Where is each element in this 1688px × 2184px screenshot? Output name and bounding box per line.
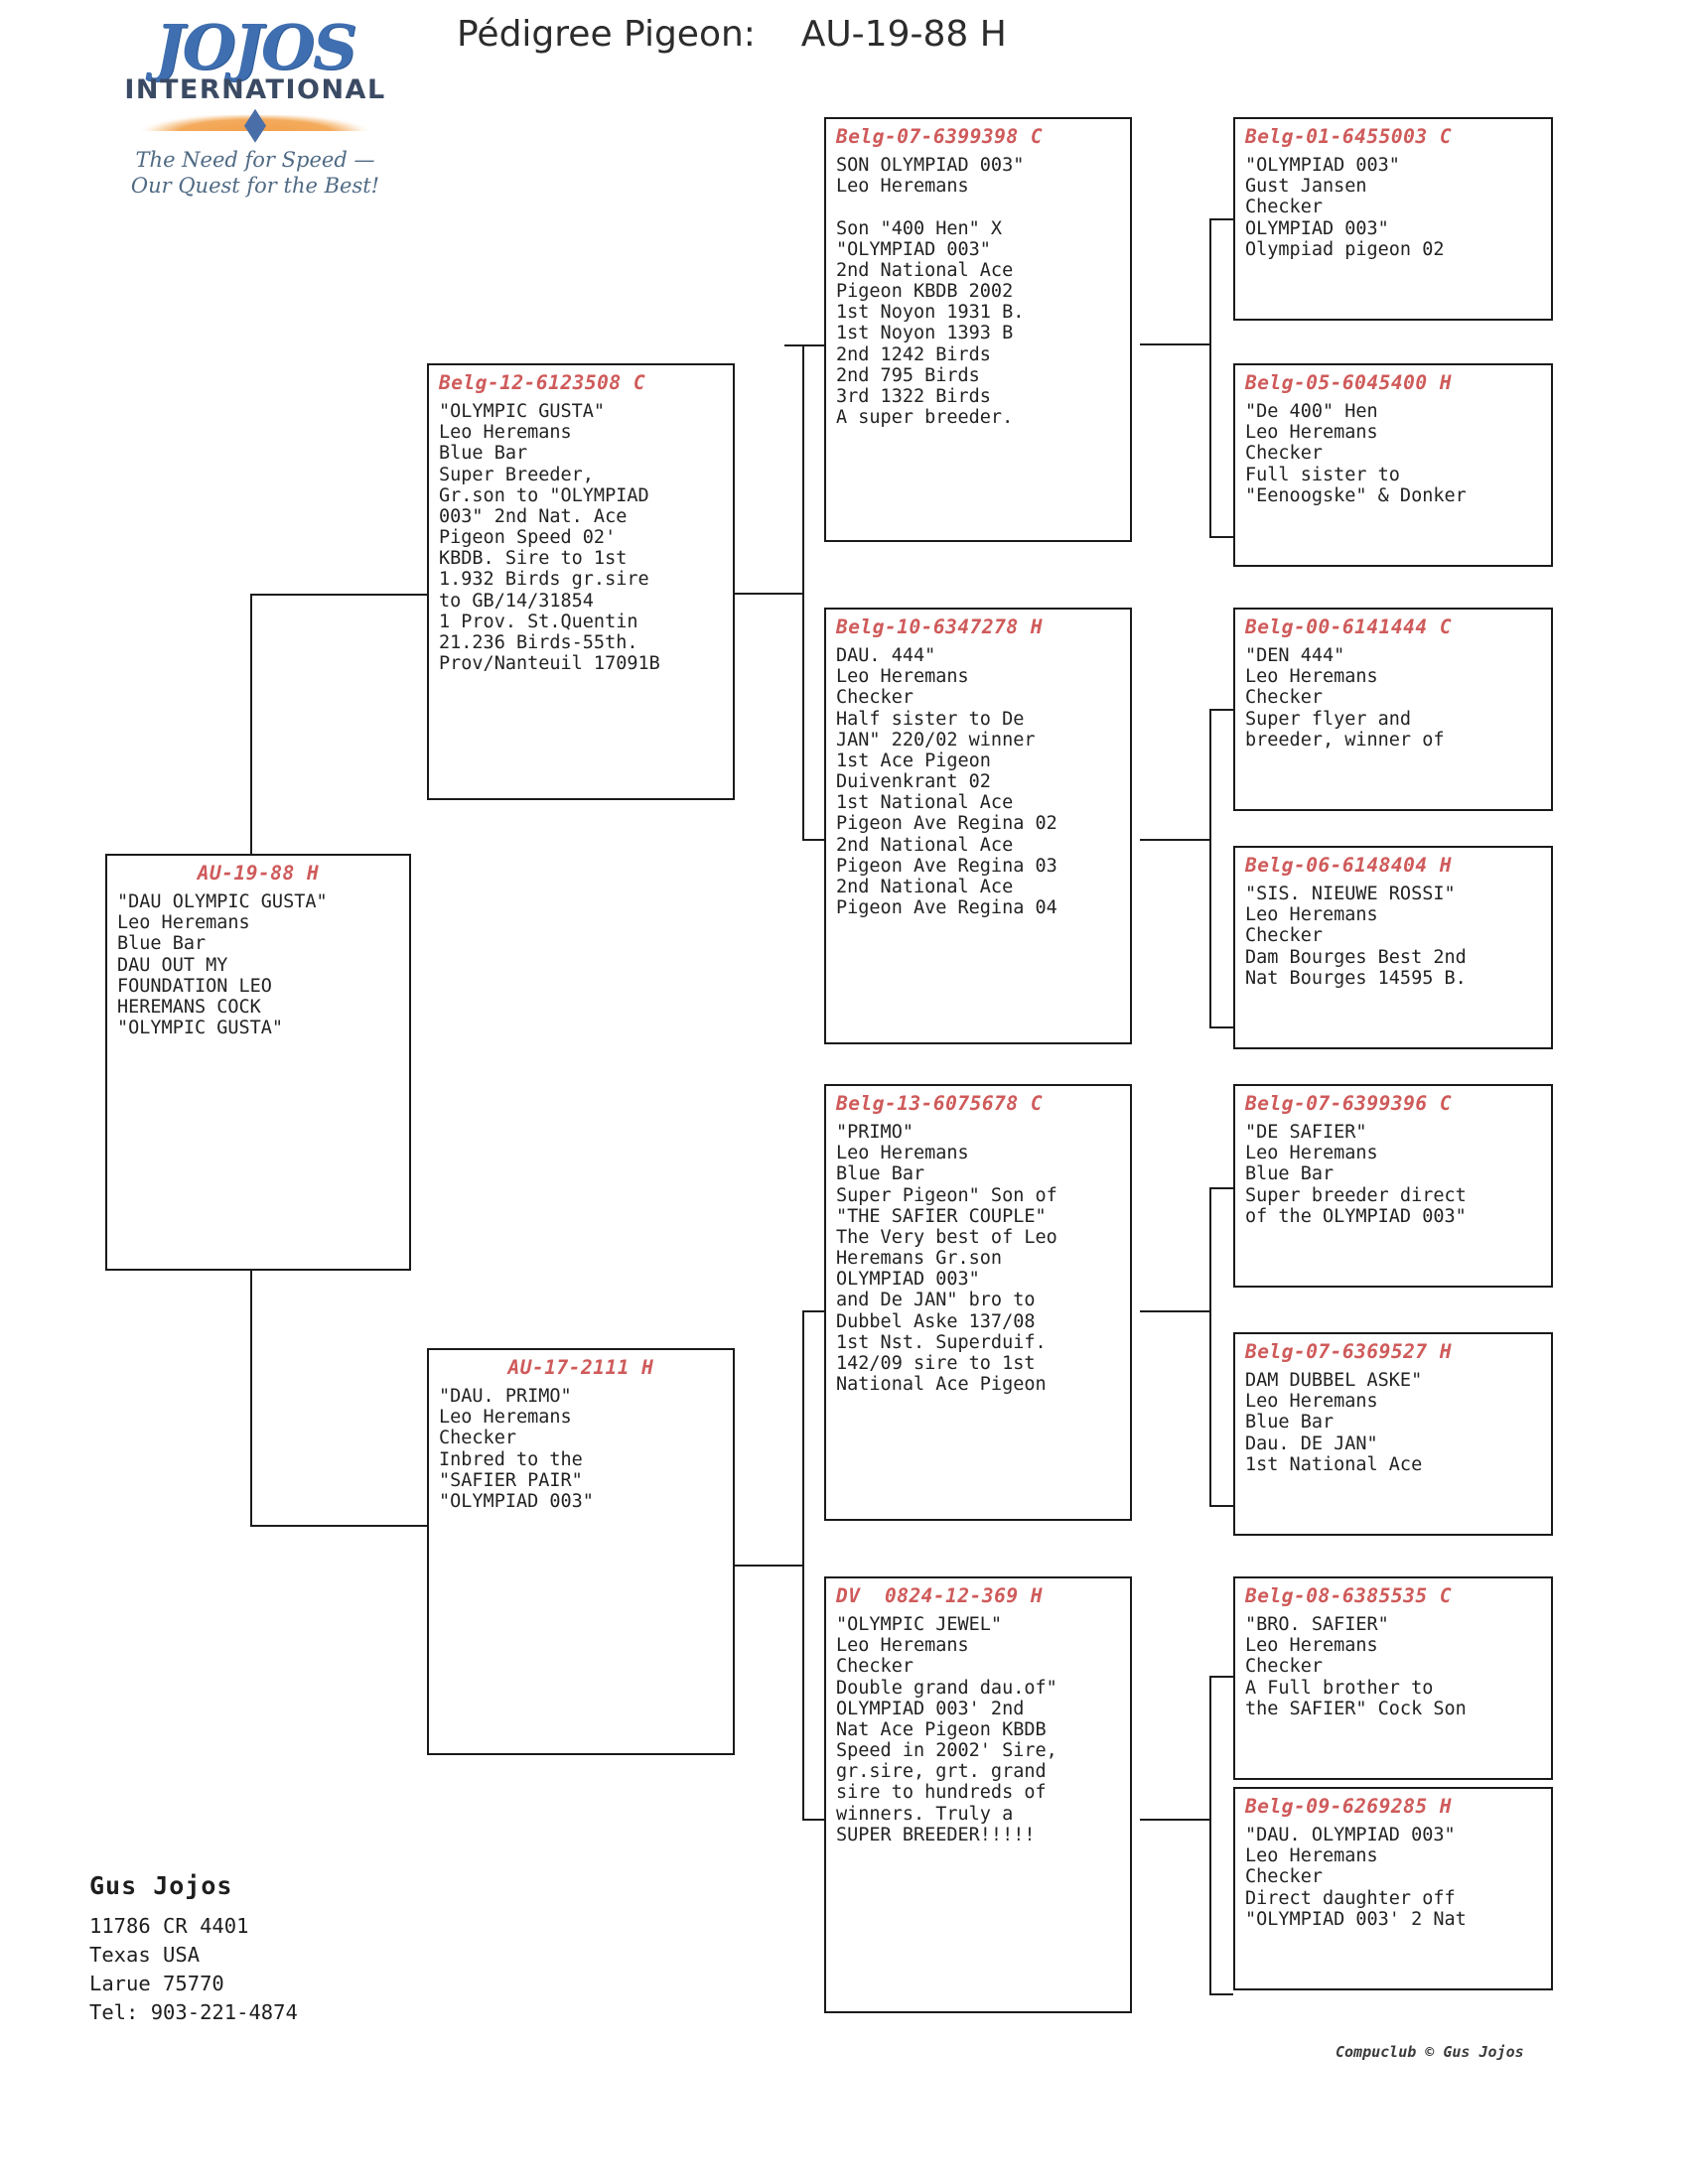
node-id-gg2: Belg-05-6045400 H [1245, 371, 1453, 394]
logo-subtitle: INTERNATIONAL [124, 73, 386, 105]
node-id-gg8: Belg-09-6269285 H [1245, 1795, 1453, 1818]
node-body-gg2: "De 400" Hen Leo Heremans Checker Full s… [1245, 401, 1467, 506]
slogan-line-2: Our Quest for the Best! [130, 174, 380, 198]
connector-subject-to-sire [250, 594, 429, 596]
owner-contact-block: Gus Jojos 11786 CR 4401 Texas USA Larue … [89, 1871, 298, 2027]
node-id-gg1: Belg-01-6455003 C [1245, 125, 1453, 148]
connector-ss-vertical [1209, 218, 1211, 536]
owner-address-1: 11786 CR 4401 [89, 1914, 249, 1938]
node-body-dam-dam: "OLYMPIC JEWEL" Leo Heremans Checker Dou… [836, 1614, 1057, 1845]
owner-phone: Tel: 903-221-4874 [89, 2000, 298, 2025]
node-id-dam: AU-17-2111 H [507, 1356, 654, 1379]
logo-diamond-icon [244, 108, 266, 143]
logo-wordmark: JOJOS [155, 11, 356, 83]
node-id-sire-dam: Belg-10-6347278 H [836, 615, 1044, 638]
node-body-gg6: DAM DUBBEL ASKE" Leo Heremans Blue Bar D… [1245, 1370, 1423, 1475]
connector-ds-stub [1140, 1310, 1211, 1312]
company-logo: JOJOS INTERNATIONAL The Need for Speed —… [111, 11, 399, 200]
connector-sire-to-ss [784, 344, 824, 346]
connector-dam-to-dd [802, 1819, 824, 1821]
pedigree-node-gg7[interactable]: Belg-08-6385535 C "BRO. SAFIER" Leo Here… [1233, 1576, 1563, 1790]
connector-dd-to-gg7 [1209, 1676, 1233, 1678]
logo-slogan: The Need for Speed — Our Quest for the B… [111, 147, 399, 200]
node-body-dam-sire: "PRIMO" Leo Heremans Blue Bar Super Pige… [836, 1122, 1057, 1396]
connector-dd-stub [1140, 1819, 1211, 1821]
pedigree-node-gg3[interactable]: Belg-00-6141444 C "DEN 444" Leo Heremans… [1233, 608, 1563, 821]
node-body-gg8: "DAU. OLYMPIAD 003" Leo Heremans Checker… [1245, 1825, 1467, 1930]
pedigree-node-gg1[interactable]: Belg-01-6455003 C "OLYMPIAD 003" Gust Ja… [1233, 117, 1563, 331]
connector-sd-to-gg3 [1209, 709, 1233, 711]
connector-sd-stub [1140, 839, 1211, 841]
node-id-sire: Belg-12-6123508 C [439, 371, 646, 394]
node-id-sire-sire: Belg-07-6399398 C [836, 125, 1044, 148]
pedigree-node-sire[interactable]: Belg-12-6123508 C "OLYMPIC GUSTA" Leo He… [427, 363, 745, 810]
connector-sd-vertical [1209, 709, 1211, 1026]
connector-sd-to-gg4 [1209, 1026, 1233, 1028]
node-body-gg3: "DEN 444" Leo Heremans Checker Super fly… [1245, 645, 1445, 751]
node-id-gg7: Belg-08-6385535 C [1245, 1584, 1453, 1607]
node-body-sire-dam: DAU. 444" Leo Heremans Checker Half sist… [836, 645, 1057, 919]
slogan-line-1: The Need for Speed — [135, 147, 375, 172]
node-id-gg3: Belg-00-6141444 C [1245, 615, 1453, 638]
connector-dam-to-ds [802, 1310, 824, 1312]
node-body-gg4: "SIS. NIEUWE ROSSI" Leo Heremans Checker… [1245, 884, 1467, 989]
connector-sire-stub [733, 593, 804, 595]
pedigree-node-gg2[interactable]: Belg-05-6045400 H "De 400" Hen Leo Herem… [1233, 363, 1563, 577]
connector-ds-to-gg6 [1209, 1505, 1233, 1507]
pedigree-node-sire-dam[interactable]: Belg-10-6347278 H DAU. 444" Leo Heremans… [824, 608, 1142, 1054]
node-id-gg6: Belg-07-6369527 H [1245, 1340, 1453, 1363]
pedigree-node-dam-dam[interactable]: DV 0824-12-369 H "OLYMPIC JEWEL" Leo Her… [824, 1576, 1142, 2023]
pedigree-node-gg8[interactable]: Belg-09-6269285 H "DAU. OLYMPIAD 003" Le… [1233, 1787, 1563, 2000]
node-id-subject: AU-19-88 H [197, 862, 320, 885]
node-body-sire: "OLYMPIC GUSTA" Leo Heremans Blue Bar Su… [439, 401, 660, 675]
pedigree-node-gg4[interactable]: Belg-06-6148404 H "SIS. NIEUWE ROSSI" Le… [1233, 846, 1563, 1059]
node-id-dam-sire: Belg-13-6075678 C [836, 1092, 1044, 1115]
connector-dam-stub [733, 1565, 804, 1567]
node-id-gg4: Belg-06-6148404 H [1245, 854, 1453, 877]
software-credit: Compuclub © Gus Jojos [1336, 2043, 1524, 2061]
pedigree-node-dam-sire[interactable]: Belg-13-6075678 C "PRIMO" Leo Heremans B… [824, 1084, 1142, 1531]
node-body-subject: "DAU OLYMPIC GUSTA" Leo Heremans Blue Ba… [117, 891, 328, 1039]
pedigree-node-dam[interactable]: AU-17-2111 H "DAU. PRIMO" Leo Heremans C… [427, 1348, 745, 1765]
connector-ds-to-gg5 [1209, 1187, 1233, 1189]
connector-ss-to-gg1 [1209, 218, 1233, 220]
connector-ss-to-gg2 [1209, 536, 1233, 538]
node-id-dam-dam: DV 0824-12-369 H [836, 1584, 1044, 1607]
connector-ss-stub [1140, 343, 1211, 345]
pedigree-node-sire-sire[interactable]: Belg-07-6399398 C SON OLYMPIAD 003" Leo … [824, 117, 1142, 552]
node-body-gg5: "DE SAFIER" Leo Heremans Blue Bar Super … [1245, 1122, 1467, 1227]
page-title: Pédigree Pigeon: AU-19-88 H [457, 14, 1007, 55]
owner-address-3: Larue 75770 [89, 1972, 224, 1996]
owner-name: Gus Jojos [89, 1871, 233, 1900]
owner-address-2: Texas USA [89, 1943, 201, 1968]
logo-wing-ornament [111, 107, 399, 143]
connector-ds-vertical [1209, 1187, 1211, 1505]
node-id-gg5: Belg-07-6399396 C [1245, 1092, 1453, 1115]
pedigree-node-gg6[interactable]: Belg-07-6369527 H DAM DUBBEL ASKE" Leo H… [1233, 1332, 1563, 1546]
connector-dd-to-gg8 [1209, 1993, 1233, 1995]
node-body-dam: "DAU. PRIMO" Leo Heremans Checker Inbred… [439, 1386, 594, 1512]
node-body-gg7: "BRO. SAFIER" Leo Heremans Checker A Ful… [1245, 1614, 1467, 1719]
pedigree-node-subject[interactable]: AU-19-88 H "DAU OLYMPIC GUSTA" Leo Herem… [105, 854, 421, 1281]
connector-dd-vertical [1209, 1676, 1211, 1993]
node-body-gg1: "OLYMPIAD 003" Gust Jansen Checker OLYMP… [1245, 155, 1445, 260]
connector-subject-to-dam [250, 1525, 429, 1527]
connector-sire-vertical [802, 344, 804, 839]
node-body-sire-sire: SON OLYMPIAD 003" Leo Heremans Son "400 … [836, 155, 1025, 429]
connector-sire-to-sd [802, 839, 824, 841]
pedigree-node-gg5[interactable]: Belg-07-6399396 C "DE SAFIER" Leo Herema… [1233, 1084, 1563, 1297]
